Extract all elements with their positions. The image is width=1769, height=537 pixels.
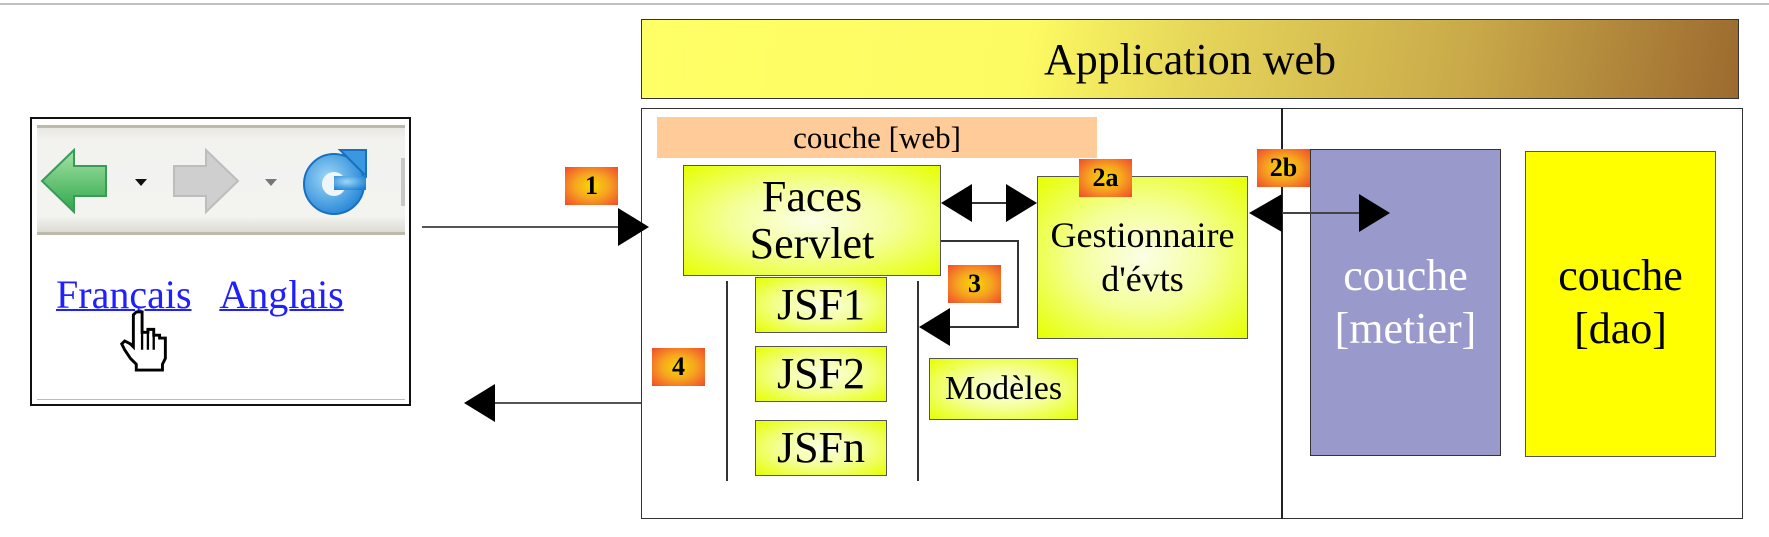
jsf-view-n-label: JSFn: [776, 422, 866, 472]
arrow-step-3-loop: [919, 240, 1019, 346]
jsf-view-1: JSF1: [755, 277, 887, 333]
application-title: Application web: [641, 19, 1739, 99]
link-francais[interactable]: Français: [56, 272, 192, 317]
event-handler-line1: Gestionnaire: [1050, 215, 1235, 256]
business-layer-line2: [metier]: [1334, 303, 1477, 353]
forward-arrow-icon[interactable]: [172, 148, 240, 214]
models-box: Modèles: [929, 358, 1078, 420]
forward-dropdown-icon[interactable]: [264, 178, 278, 188]
dao-layer-line1: couche: [1558, 251, 1683, 300]
faces-servlet-line2: Servlet: [749, 218, 875, 268]
step-badge-2a: 2a: [1079, 159, 1132, 197]
faces-servlet-line1: Faces: [761, 172, 863, 222]
toolbar-separator: [401, 158, 405, 206]
dao-layer-box: couche [dao]: [1525, 151, 1716, 457]
step-badge-4-label: 4: [672, 352, 685, 381]
hand-pointer-icon: [119, 310, 167, 372]
step-badge-2a-label: 2a: [1092, 163, 1119, 192]
business-layer-box: couche [metier]: [1310, 149, 1501, 456]
business-layer-line1: couche: [1343, 251, 1468, 300]
web-layer-label: couche [web]: [657, 117, 1097, 158]
arrow-faces-to-handler: [941, 184, 1037, 222]
browser-window: Français Anglais: [30, 117, 411, 406]
arrow-step-4: [464, 384, 641, 422]
jsf-view-2: JSF2: [755, 346, 887, 402]
step-badge-4: 4: [652, 348, 705, 386]
views-right-bracket: [917, 281, 919, 481]
models-label: Modèles: [944, 370, 1063, 408]
jsf-view-n: JSFn: [755, 420, 887, 476]
arrow-step-1: [422, 208, 649, 246]
browser-toolbar: [37, 125, 405, 235]
faces-servlet-box: Faces Servlet: [683, 165, 941, 276]
event-handler-line2: d'évts: [1101, 258, 1184, 299]
views-left-bracket: [726, 281, 728, 481]
top-rule: [0, 3, 1769, 5]
dao-layer-line2: [dao]: [1574, 303, 1667, 353]
step-badge-1: 1: [565, 167, 618, 205]
jsf-view-1-label: JSF1: [776, 279, 866, 329]
step-badge-3: 3: [948, 265, 1001, 303]
step-badge-3-label: 3: [968, 269, 981, 298]
step-badge-2b: 2b: [1257, 149, 1310, 187]
application-title-text: Application web: [1043, 34, 1337, 84]
link-anglais[interactable]: Anglais: [219, 272, 344, 317]
web-layer-label-text: couche [web]: [793, 119, 961, 155]
browser-status-rule: [37, 399, 405, 400]
back-dropdown-icon[interactable]: [134, 178, 148, 188]
jsf-view-2-label: JSF2: [776, 348, 866, 398]
back-arrow-icon[interactable]: [40, 148, 108, 214]
event-handler-box: Gestionnaire d'évts: [1037, 176, 1248, 339]
reload-icon[interactable]: [300, 146, 370, 216]
language-links: Français Anglais: [56, 271, 344, 318]
step-badge-2b-label: 2b: [1269, 153, 1298, 182]
layer-divider: [1281, 108, 1283, 519]
step-badge-1-label: 1: [585, 171, 598, 200]
arrow-handler-to-business: [1249, 194, 1390, 232]
